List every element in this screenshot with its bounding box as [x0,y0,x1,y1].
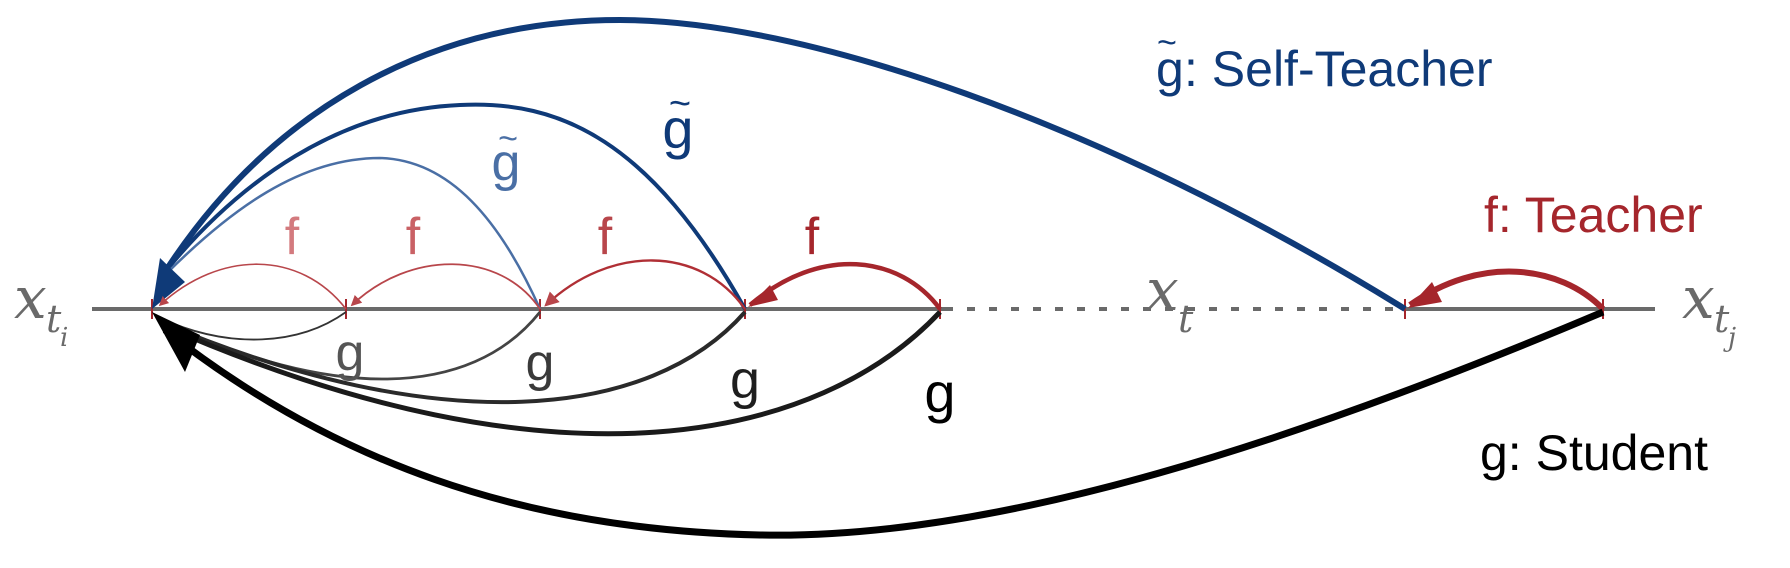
student-arc-long [162,308,1605,539]
legend-teacher: f: Teacher [1484,187,1703,243]
legend-self-teacher: g ~ : Self-Teacher [1156,24,1492,97]
axis-label-middle: x t [1146,256,1194,341]
student-arrowhead [152,312,200,372]
legend-self-teacher-symbol: g [1156,41,1184,97]
teacher-label-3: f [598,208,613,266]
legend-self-teacher-tilde: ~ [1157,24,1177,62]
teacher-arc-far [1408,268,1606,312]
student-label-3: g [730,350,760,410]
student-label-1: g [336,324,365,382]
axis-label-start: x t i [14,264,68,353]
teacher-label-2: f [406,208,421,266]
axis-label-end-base: x [1682,264,1715,332]
self-teacher-arc-short [164,156,542,310]
self-teacher-label-1-tilde: ~ [498,120,518,158]
teacher-label-1: f [285,208,300,266]
student-arc-1 [159,311,347,341]
student-arc-4 [160,310,942,437]
self-teacher-label-1-g: g [492,134,521,192]
self-teacher-label-2-tilde: ~ [669,83,691,125]
student-label-2: g [526,334,555,392]
self-teacher-label-1: g ~ [492,120,521,192]
self-teacher-arc-mid [163,102,747,310]
axis-label-end: x t j [1682,264,1736,353]
axis-label-start-sub2: i [60,323,68,353]
student-arc-3 [159,310,747,405]
self-teacher-label-2-g: g [662,97,693,160]
self-teacher-label-2: g ~ [662,83,693,160]
teacher-arc-1 [158,263,347,310]
legend-student: g: Student [1480,425,1708,481]
teacher-arc-4-arrowhead [748,285,778,307]
legend-self-teacher-text: : Self-Teacher [1184,41,1492,97]
axis-label-middle-sub1: t [1178,297,1194,341]
axis-label-middle-base: x [1146,256,1179,324]
teacher-arc-2 [350,263,541,310]
teacher-arc-4 [748,262,942,311]
student-arcs [152,308,1605,539]
axis-label-start-sub1: t [46,297,62,341]
self-teacher-arc-long [162,16,1407,312]
teacher-arcs [158,259,1606,312]
axis-label-start-base: x [14,264,47,332]
student-label-4: g [924,361,955,424]
teacher-arc-3 [544,259,746,310]
teacher-label-4: f [805,208,820,266]
axis-label-end-sub1: t [1714,297,1730,341]
teacher-arc-far-arrowhead [1408,282,1442,308]
